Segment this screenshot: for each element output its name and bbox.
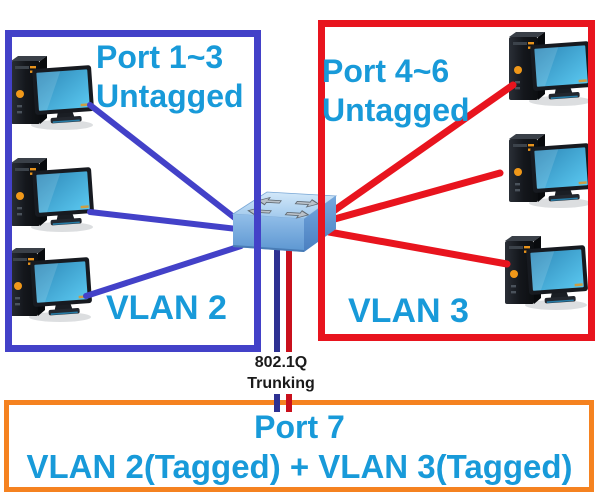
trunk-label: 802.1Q Trunking [221, 352, 341, 394]
vlan2-ports-label: Port 1~3 Untagged [96, 38, 244, 116]
desktop-computer-icon [9, 248, 93, 322]
vlan3-link-port6 [325, 228, 511, 268]
vlan3-name-label: VLAN 3 [348, 292, 469, 330]
desktop-computer-icon [505, 236, 589, 310]
desktop-computer-icon [11, 56, 95, 130]
vlan2-name-label: VLAN 2 [106, 289, 227, 327]
vlan3-link-port4 [328, 81, 517, 216]
port7-label: Port 7 VLAN 2(Tagged) + VLAN 3(Tagged) [7, 407, 592, 487]
port7-vlan-membership: VLAN 2(Tagged) + VLAN 3(Tagged) [26, 448, 573, 485]
vlan2-link-port2 [87, 209, 240, 232]
trunk-protocol: 802.1Q [254, 354, 308, 371]
vlan3-ports-range: Port 4~6 [322, 53, 450, 89]
vlan2-link-port3 [83, 243, 244, 299]
vlan2-tagging-mode: Untagged [96, 78, 244, 114]
desktop-computer-icon [509, 32, 593, 106]
vlan2-ports-range: Port 1~3 [96, 39, 224, 75]
desktop-computer-icon [11, 158, 95, 232]
vlan2-link-port1 [87, 102, 243, 225]
vlan2-group-box [5, 30, 261, 352]
port7-port-number: Port 7 [254, 409, 345, 445]
vlan3-tagging-mode: Untagged [322, 92, 470, 128]
vlan3-group-box [318, 20, 595, 341]
vlan3-link-port5 [327, 169, 504, 224]
trunk-mode: Trunking [247, 375, 315, 392]
port7-group-box [4, 400, 594, 492]
desktop-computer-icon [509, 134, 593, 208]
vlan3-ports-label: Port 4~6 Untagged [322, 52, 470, 130]
